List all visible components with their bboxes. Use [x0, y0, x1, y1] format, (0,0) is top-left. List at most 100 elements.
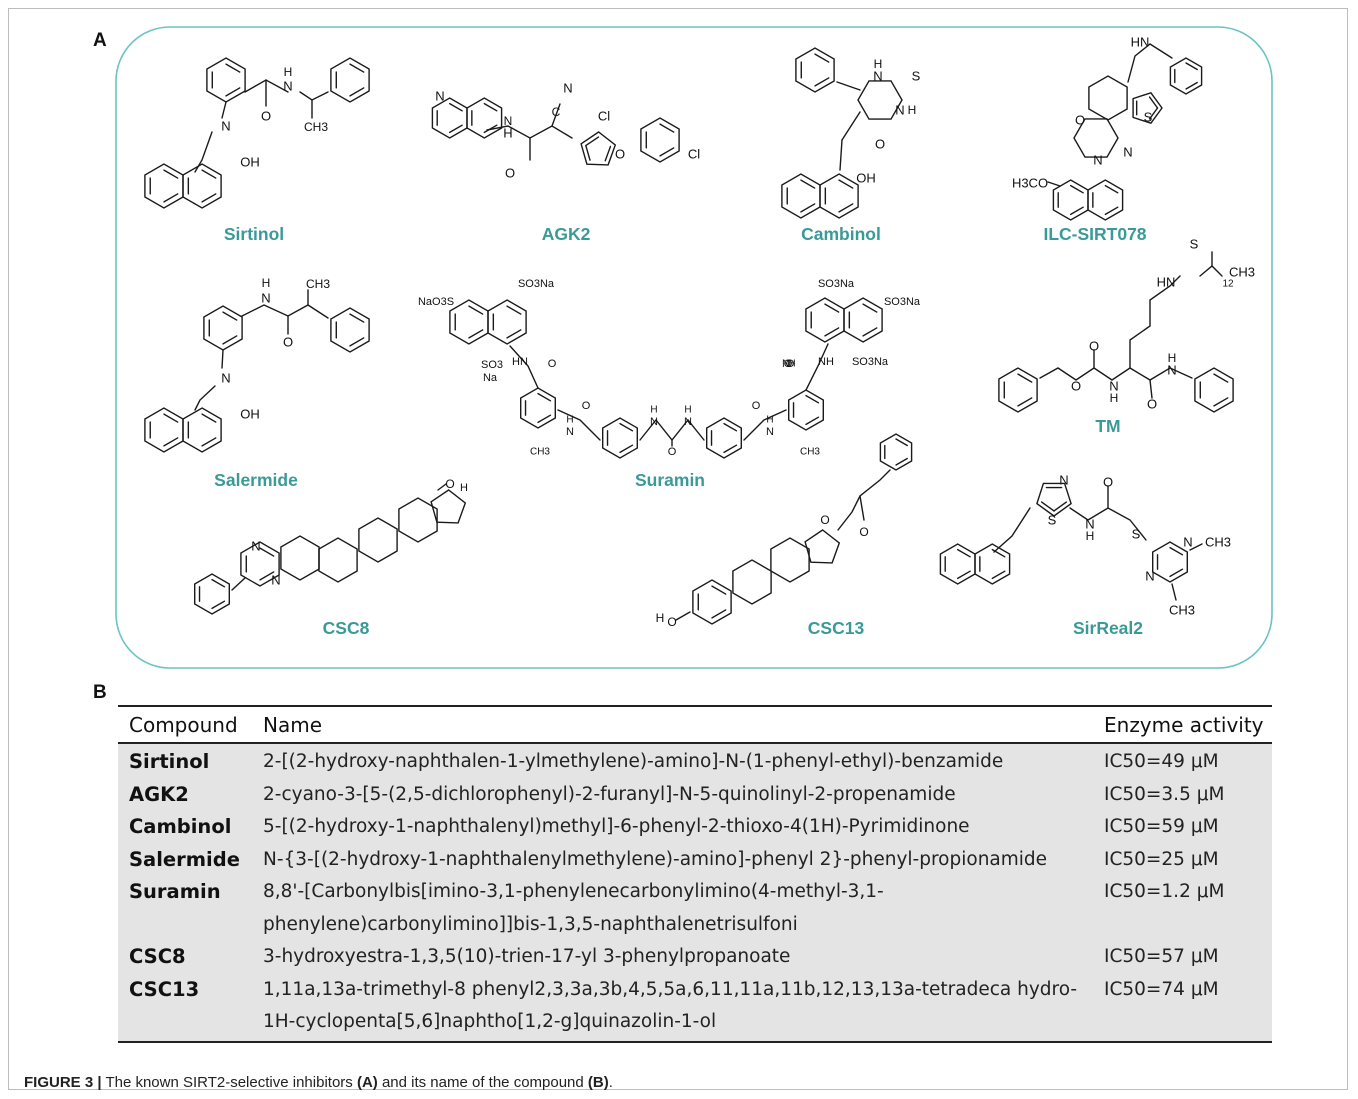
atom-label: O: [859, 525, 868, 539]
atom-label: N: [684, 416, 692, 428]
atom-label: N: [221, 119, 230, 134]
atom-label: N: [566, 426, 574, 438]
row-name: N-{3-[(2-hydroxy-1-naphthalenylmethylene…: [263, 848, 1048, 870]
atom-label: CH3: [800, 447, 820, 458]
atom-label: O: [261, 109, 271, 124]
row-compound: Salermide: [129, 847, 240, 871]
atom-label: O: [283, 335, 293, 350]
atom-label: O: [615, 147, 625, 162]
row-activity: IC50=3.5 μM: [1104, 783, 1225, 805]
atom-label: O: [784, 358, 793, 370]
table-header-row: Compound Name Enzyme activity: [118, 705, 1272, 744]
row-name: 5-[(2-hydroxy-1-naphthalenyl)methyl]-6-p…: [263, 816, 970, 837]
compound-label: Sirtinol: [224, 224, 284, 244]
atom-label: SO3Na: [518, 278, 555, 290]
figure-frame: [8, 8, 1348, 1090]
panel-a-border: [115, 26, 1273, 669]
atom-label: SO3Na: [852, 356, 889, 368]
caption-text-1: The known SIRT2-selective inhibitors: [101, 1074, 357, 1091]
atom-label: N: [1093, 153, 1102, 168]
compound-label: Suramin: [635, 470, 705, 490]
atom-label: O: [1071, 379, 1081, 394]
atom-label: N: [251, 539, 260, 554]
compound-label: AGK2: [542, 224, 591, 244]
atom-label: N: [1123, 145, 1132, 160]
atom-label: O: [820, 513, 829, 527]
atom-label: SO3Na: [818, 278, 855, 290]
atom-label: N: [1109, 379, 1118, 394]
atom-label: O: [1089, 339, 1099, 354]
atom-label: O: [548, 358, 557, 370]
atom-label: N: [221, 371, 230, 386]
atom-label: N: [650, 416, 658, 428]
atom-label: H: [650, 405, 657, 416]
atom-label: Cl: [598, 109, 610, 124]
atom-label: H: [1086, 529, 1095, 543]
atom-label: H: [766, 415, 773, 426]
figure-caption: FIGURE 3 | The known SIRT2-selective inh…: [24, 1074, 613, 1091]
row-name: 1,11a,13a-trimethyl-8 phenyl2,3,3a,3b,4,…: [252, 973, 1095, 1043]
atom-label: O: [667, 615, 676, 629]
atom-label: HN: [1157, 275, 1176, 290]
atom-label: OH: [856, 171, 876, 186]
atom-label: H: [262, 276, 271, 290]
atom-label: OH: [240, 155, 260, 170]
atom-label: OH: [240, 407, 260, 422]
atom-label: NH: [818, 356, 834, 368]
atom-label: 12: [1222, 279, 1234, 290]
row-activity: IC50=25 μM: [1104, 848, 1219, 870]
row-activity: IC50=57 μM: [1104, 946, 1219, 967]
atom-label: CH3: [1169, 603, 1195, 618]
atom-label: S: [1190, 237, 1199, 252]
compound-label: CSC8: [323, 618, 370, 638]
caption-ref-b: (B): [587, 1074, 609, 1091]
atom-label: N: [563, 81, 572, 96]
header-name: Name: [252, 705, 1095, 744]
atom-label: H: [460, 482, 468, 494]
compound-label: Cambinol: [801, 224, 881, 244]
table-row: Salermide N-{3-[(2-hydroxy-1-naphthalenyl…: [118, 844, 1272, 877]
atom-label: N: [504, 114, 513, 128]
header-enzyme-activity: Enzyme activity: [1095, 705, 1272, 744]
atom-label: N: [261, 291, 270, 306]
atom-label: N: [895, 103, 904, 118]
atom-label: S: [1048, 513, 1057, 528]
atom-label: CH3: [530, 447, 550, 458]
row-name: 2-cyano-3-[5-(2,5-dichlorophenyl)-2-fura…: [263, 783, 956, 805]
atom-label: H: [874, 57, 883, 71]
atom-label: H3CO: [1012, 176, 1048, 191]
atom-label: S: [1144, 110, 1153, 125]
atom-label: HN: [512, 356, 528, 368]
atom-label: N: [1167, 363, 1176, 378]
atom-label: N: [1183, 535, 1192, 550]
atom-label: H: [788, 359, 795, 370]
atom-label: H: [684, 405, 691, 416]
atom-label: O: [1147, 397, 1157, 412]
atom-label: O: [875, 137, 885, 152]
atom-label: SO3Na: [884, 296, 921, 308]
row-activity: IC50=74 μM: [1095, 973, 1272, 1043]
compound-label: ILC-SIRT078: [1043, 224, 1146, 244]
row-name: 2-[(2-hydroxy-naphthalen-1-ylmethylene)-…: [263, 751, 1004, 772]
compound-label: SirReal2: [1073, 618, 1143, 638]
table-row: AGK2 2-cyano-3-[5-(2,5-dichlorophenyl)-2-…: [118, 779, 1272, 812]
atom-label: S: [912, 69, 921, 84]
row-compound: Suramin: [129, 880, 221, 903]
atom-label: O: [1103, 475, 1113, 490]
row-activity: IC50=1.2 μM: [1104, 881, 1225, 902]
atom-label: CH3: [304, 120, 328, 134]
row-compound: AGK2: [129, 782, 189, 806]
compound-label: CSC13: [808, 618, 865, 638]
